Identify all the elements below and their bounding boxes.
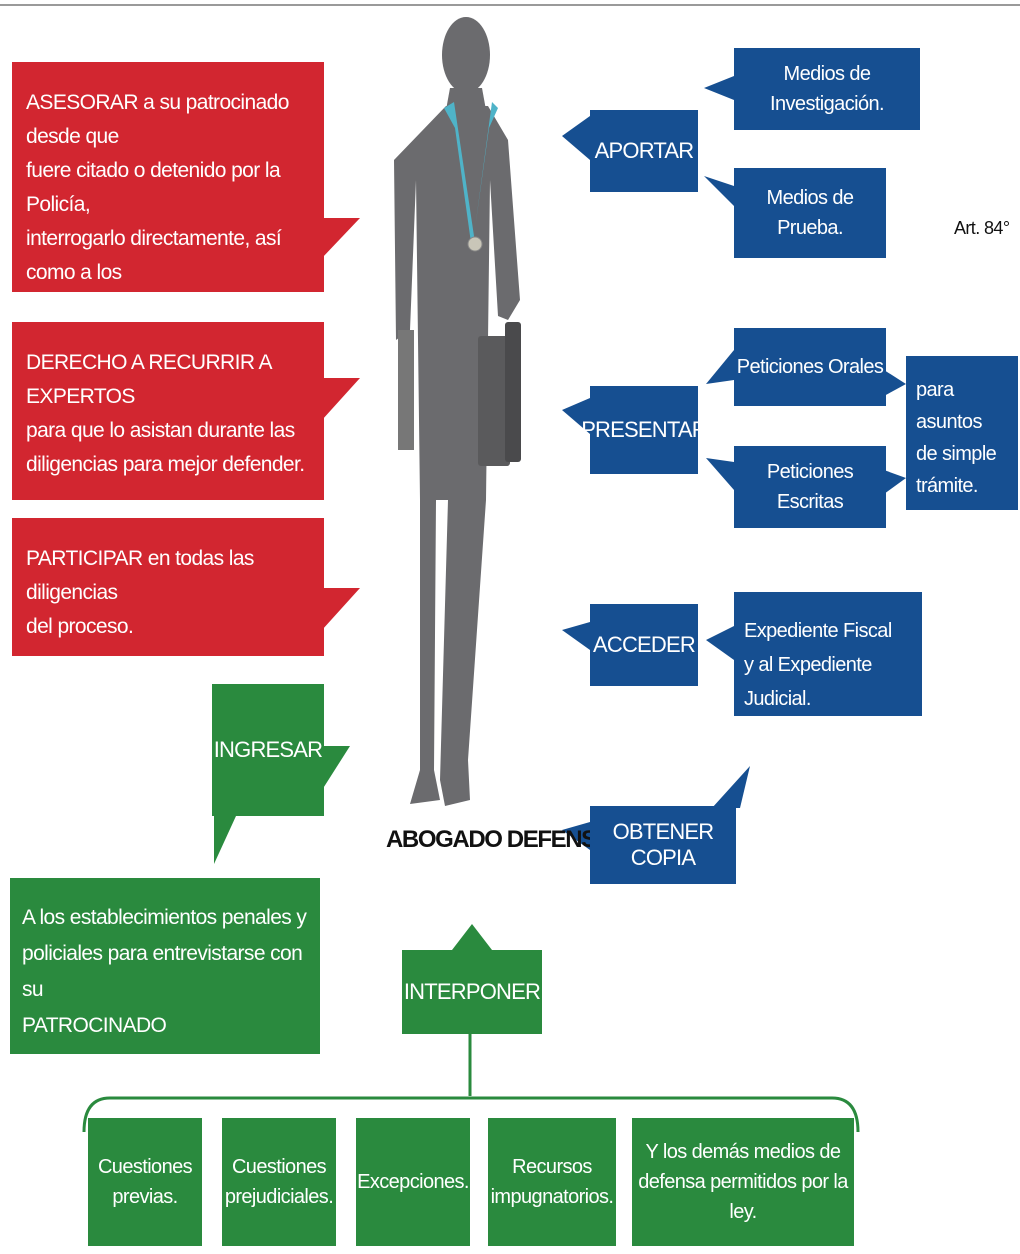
- peticiones-orales-label: Peticiones Orales: [736, 356, 884, 378]
- presentar-box: PRESENTAR: [581, 386, 708, 474]
- recursos-impugnatorios-line: Recursos: [512, 1156, 592, 1178]
- expediente-box: Expediente Fiscal y al Expediente Judici…: [734, 592, 922, 716]
- recursos-impugnatorios-box: Recursos impugnatorios.: [488, 1118, 616, 1246]
- ingresar-detail-line: PATROCINADO: [22, 1014, 167, 1037]
- top-rule: [0, 4, 1020, 6]
- expediente-line: Expediente Fiscal: [744, 620, 892, 642]
- obtener-copia-label: OBTENER COPIA: [612, 819, 715, 870]
- peticiones-escritas-box: Peticiones Escritas: [734, 446, 886, 528]
- lawyer-figure-icon: [394, 17, 521, 806]
- interponer-label: INTERPONER: [403, 979, 541, 1004]
- simple-tramite-box: para asuntos de simple trámite.: [906, 356, 1018, 510]
- diagram-title: ABOGADO DEFENSOR: [386, 826, 630, 853]
- ingresar-detail-line: policiales para entrevistarse con su: [22, 942, 303, 1001]
- medios-prueba-box: Medios de Prueba.: [734, 168, 886, 258]
- medal-icon: [467, 236, 483, 252]
- peticiones-orales-box: Peticiones Orales: [734, 328, 886, 406]
- interponer-box: INTERPONER: [402, 950, 542, 1034]
- acceder-box: ACCEDER: [590, 604, 698, 686]
- medios-investigacion-box: Medios de Investigación.: [734, 48, 920, 130]
- asesorar-box: ASESORAR a su patrocinado desde que fuer…: [12, 62, 324, 352]
- ingresar-box: INGRESAR: [212, 684, 324, 816]
- recurrir-line: para que lo asistan durante las: [26, 419, 295, 442]
- cuestiones-previas-box: Cuestiones previas.: [88, 1118, 202, 1246]
- article-label: Art. 84°: [954, 218, 1010, 238]
- acceder-label: ACCEDER: [593, 632, 696, 657]
- aportar-label: APORTAR: [594, 138, 695, 163]
- cuestiones-previas-line: Cuestiones: [97, 1156, 193, 1178]
- expediente-line: y al Expediente Judicial.: [744, 654, 872, 710]
- medios-prueba-label: Medios de Prueba.: [766, 187, 854, 239]
- peticiones-escritas-label: Peticiones Escritas: [766, 461, 854, 513]
- recurrir-text: DERECHO A RECURRIR A EXPERTOS para que l…: [12, 322, 324, 482]
- asesorar-line: fuere citado o detenido por la Policía,: [26, 159, 281, 216]
- simple-tramite-line: de simple: [916, 443, 997, 465]
- presentar-label: PRESENTAR: [581, 417, 707, 442]
- demas-medios-line: defensa permitidos por la ley.: [638, 1171, 848, 1223]
- asesorar-line: ASESORAR a su patrocinado desde que: [26, 91, 289, 148]
- aportar-box: APORTAR: [590, 110, 698, 192]
- recurrir-line: diligencias para mejor defender.: [26, 453, 305, 476]
- recursos-impugnatorios-line: impugnatorios.: [490, 1186, 614, 1208]
- medios-investigacion-label: Medios de Investigación.: [770, 63, 885, 115]
- cuestiones-prejudiciales-line: Cuestiones: [231, 1156, 327, 1178]
- participar-text: PARTICIPAR en todas las diligencias del …: [12, 518, 324, 644]
- asesorar-line: interrogarlo directamente, así como a lo…: [26, 227, 282, 284]
- cuestiones-prejudiciales-box: Cuestiones prejudiciales.: [222, 1118, 336, 1246]
- demas-medios-line: Y los demás medios de: [645, 1141, 842, 1163]
- participar-box: PARTICIPAR en todas las diligencias del …: [12, 518, 324, 656]
- demas-medios-box: Y los demás medios de defensa permitidos…: [632, 1118, 854, 1246]
- recurrir-expertos-box: DERECHO A RECURRIR A EXPERTOS para que l…: [12, 322, 324, 500]
- cuestiones-prejudiciales-line: prejudiciales.: [224, 1186, 334, 1208]
- ingresar-label: INGRESAR: [213, 737, 323, 762]
- participar-line: PARTICIPAR en todas las diligencias: [26, 547, 254, 604]
- cuestiones-previas-line: previas.: [112, 1186, 178, 1208]
- ingresar-detail-line: A los establecimientos penales y: [22, 906, 307, 929]
- excepciones-line: Excepciones.: [357, 1171, 469, 1193]
- simple-tramite-line: para asuntos: [916, 379, 982, 433]
- asesorar-text: ASESORAR a su patrocinado desde que fuer…: [12, 62, 324, 358]
- simple-tramite-line: trámite.: [916, 475, 978, 497]
- ribbon-icon: [444, 102, 498, 250]
- ingresar-detail-box: A los establecimientos penales y policia…: [10, 878, 320, 1054]
- participar-line: del proceso.: [26, 615, 134, 638]
- obtener-copia-box: OBTENER COPIA: [590, 806, 736, 884]
- excepciones-box: Excepciones.: [356, 1118, 470, 1246]
- recurrir-line: DERECHO A RECURRIR A EXPERTOS: [26, 351, 271, 408]
